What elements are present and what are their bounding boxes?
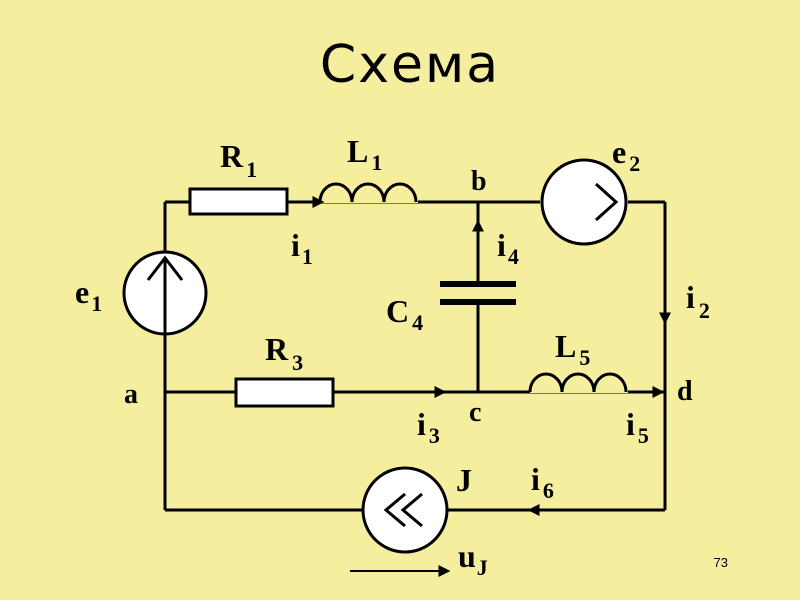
current-source-j [361,466,449,554]
label-j: J [456,462,472,498]
node-a: a [124,379,138,410]
slide-title: Схема [320,35,500,95]
page-number: 73 [714,555,728,570]
resistor-r1 [188,187,289,216]
current-arrows [290,196,671,577]
voltage-source-e1 [122,250,208,336]
inductor-l1 [318,180,418,203]
node-c: c [469,397,481,428]
capacitor-c4 [440,281,516,305]
label-uj: uJ [458,538,488,580]
node-b: b [471,166,487,197]
label-i1: i1 [291,227,313,269]
voltage-source-e2 [540,158,628,246]
label-i4: i4 [497,227,519,269]
label-e1: e1 [75,274,102,316]
inductor-l5 [528,370,628,393]
resistor-r3 [234,377,335,408]
node-d: d [677,376,693,407]
